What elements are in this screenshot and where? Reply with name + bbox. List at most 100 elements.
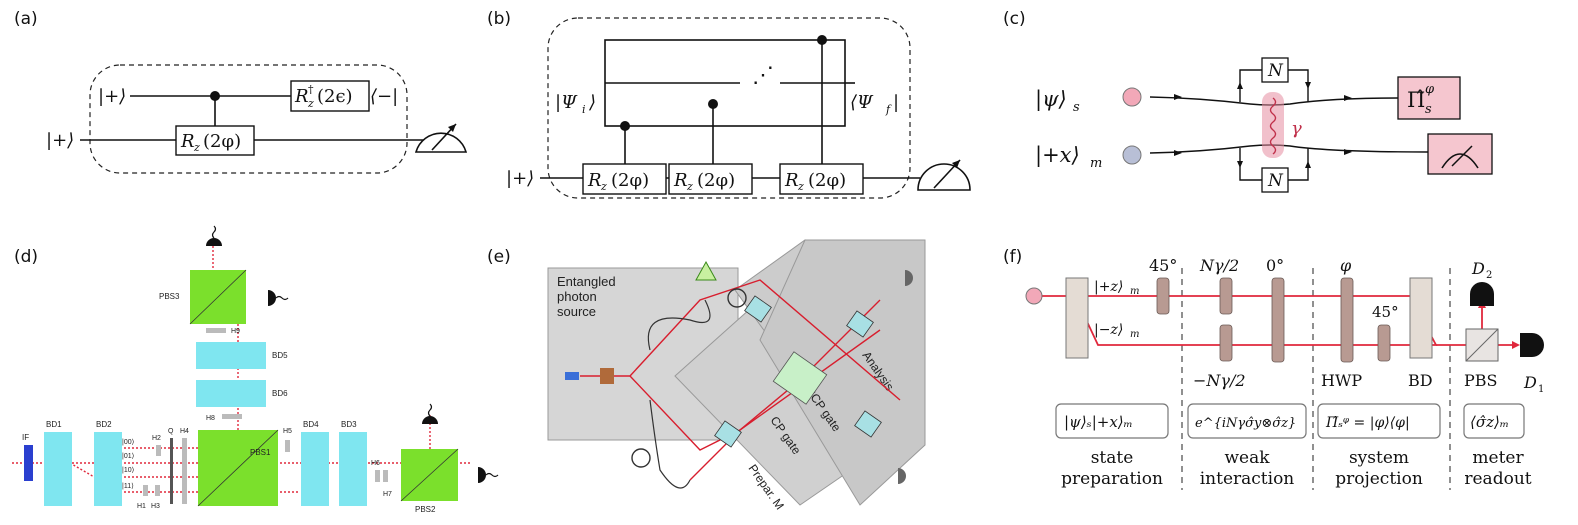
panel-a-rz-name: R [180, 131, 195, 152]
panel-c-n-bottom: N [1267, 171, 1284, 191]
panel-e-pbs-d [854, 410, 882, 438]
panel-a-meter-icon [414, 123, 468, 153]
panel-e-detector-1 [905, 270, 913, 286]
panel-d-h8 [222, 414, 242, 419]
panel-c-n-top: N [1267, 61, 1284, 81]
panel-b-psi-f: ⟨Ψ [850, 92, 874, 113]
panel-a-rzdag-arg: (2ϵ) [317, 86, 353, 107]
panel-e-fiber-coil-1 [727, 288, 747, 308]
panel-a-rz-gate [175, 125, 255, 156]
panel-d-detector-pbs2-top-icon [422, 403, 438, 424]
panel-d-bd5 [196, 342, 266, 369]
panel-a-label: (a) [14, 9, 38, 29]
panel-f-pbs-diag [1465, 328, 1499, 362]
panel-f-ngamma-pos: Nγ/2 [1199, 256, 1239, 275]
panel-b-label: (b) [487, 9, 511, 29]
panel-f-detector-d1-icon [1520, 333, 1544, 357]
panel-a-rzdag-sup: † [308, 83, 314, 96]
panel-b-ellipsis: ⋰ [752, 63, 774, 88]
panel-f-label: (f) [1003, 247, 1022, 267]
panel-f-ket-minus-z-sub: m [1130, 329, 1139, 340]
panel-d-bd2 [94, 432, 122, 506]
panel-c-loop-arrow-1 [1237, 82, 1243, 89]
panel-e-bd-center [772, 351, 828, 405]
panel-d-pbs3-label: PBS3 [159, 292, 180, 301]
panel-f-box-readout [1463, 403, 1525, 439]
panel-e-fiber-coil-2 [631, 448, 651, 468]
panel-b-gate-1-sub: z [600, 180, 607, 193]
panel-d-h8-label: H8 [206, 415, 215, 422]
panel-c-n-box-top [1261, 57, 1289, 83]
panel-f-box-state [1055, 403, 1169, 439]
panel-a-control-dot [210, 91, 220, 101]
panel-f-ngamma-neg: −Nγ/2 [1193, 371, 1246, 390]
panel-d-pbs1-diag [197, 429, 279, 507]
panel-f-box-weak [1187, 403, 1307, 439]
panel-f-d2: D [1471, 259, 1485, 278]
panel-e-pbs-b [714, 420, 742, 448]
panel-f-photon-dot [1025, 287, 1043, 305]
panel-c: (c) |ψ⟩ s |+x⟩ m N N γ Π̂ φ s [1003, 9, 1493, 193]
panel-a-post-select: ⟨−| [370, 86, 398, 107]
panel-c-meter-path [1149, 144, 1429, 154]
panel-b-gate-2-arg: (2φ) [697, 170, 735, 191]
panel-d-bd6 [196, 380, 266, 407]
panel-e-source-text-1: Entangled [557, 274, 616, 289]
panel-e-beam-3 [689, 299, 881, 481]
panel-b-gate-3-name: R [784, 170, 799, 191]
panel-d-h1 [143, 485, 148, 496]
panel-d-h9-label: H9 [231, 328, 240, 335]
panel-a-rz-sub: z [193, 141, 200, 154]
panel-b-psi-f-close: | [893, 92, 899, 113]
panel-c-arrow-3 [1174, 150, 1182, 156]
panel-f-ket-minus-z: |−z⟩ [1094, 322, 1123, 338]
panel-f-wp-45 [1156, 277, 1170, 315]
panel-f-caption-weak-1: weak [1224, 448, 1270, 468]
panel-d-pbs3-diag [189, 269, 247, 325]
panel-d-detector-top-icon [206, 225, 222, 246]
panel-f-bd-left [1065, 277, 1089, 359]
panel-e-laser [565, 372, 579, 380]
panel-d-ket-00: |00⟩ [122, 438, 135, 446]
panel-f-caption-state-1: state [1091, 448, 1134, 468]
panel-d-h5-label: H5 [283, 428, 292, 435]
panel-e-fiber-2 [649, 399, 691, 489]
panel-e-pbs-a [744, 295, 772, 323]
panel-d-label: (d) [14, 247, 38, 267]
panel-d-pbs2-diag [400, 448, 459, 502]
panel-b-gate-1-name: R [587, 170, 602, 191]
panel-d-pbs2-label: PBS2 [415, 505, 436, 514]
panel-c-coupling [1262, 92, 1284, 158]
panel-a-dashed-box [89, 64, 408, 174]
panel-b-psi-i-close: ⟩ [588, 92, 596, 113]
panel-b-gate-3: R z (2φ) [779, 163, 864, 195]
panel-f-phi: φ [1340, 256, 1352, 275]
panel-d-ket-11: |11⟩ [122, 482, 134, 490]
panel-b-ctrl1-dot [620, 121, 630, 131]
panel-d-q-label: Q [168, 428, 174, 435]
panel-b-psi-i: |Ψ [555, 92, 578, 113]
panel-f-caption-readout-1: meter [1472, 448, 1524, 468]
panel-b-psi-i-sub: i [582, 103, 586, 116]
panel-a: (a) |+⟩ |+⟩ R z (2φ) R † z (2ϵ) ⟨−| [14, 9, 468, 174]
panel-f-box-readout-text: ⟨σ̂z⟩ₘ [1470, 413, 1509, 431]
panel-a-rzdag-sub: z [307, 97, 314, 110]
panel-e-detector-2 [898, 468, 906, 484]
panel-d-h4-label: H4 [180, 428, 189, 435]
panel-a-plus-bottom: |+⟩ [46, 130, 74, 151]
panel-d-h2 [156, 445, 161, 456]
panel-d-h3 [155, 485, 160, 496]
panel-c-loop-arrow-2 [1305, 82, 1311, 89]
panel-f-angle-45: 45° [1149, 256, 1177, 275]
panel-d-h1-label: H1 [137, 503, 146, 510]
panel-f-pbs-label: PBS [1464, 371, 1497, 390]
panel-a-rz-arg: (2φ) [203, 131, 241, 152]
panel-b: (b) |Ψ i ⟩ ⟨Ψ f | ⋰ |+⟩ R z (2φ) R [487, 9, 971, 199]
panel-c-meter-icon [1441, 145, 1479, 169]
panel-f: (f) |+z⟩ m |−z⟩ m 45° Nγ/2 0° [1003, 247, 1544, 490]
panel-f-angle-45b: 45° [1372, 303, 1399, 321]
panel-f-wp-45b [1377, 324, 1391, 362]
panel-d-bd5-label: BD5 [272, 351, 288, 360]
panel-f-wp-ngamma-pos [1219, 277, 1233, 315]
